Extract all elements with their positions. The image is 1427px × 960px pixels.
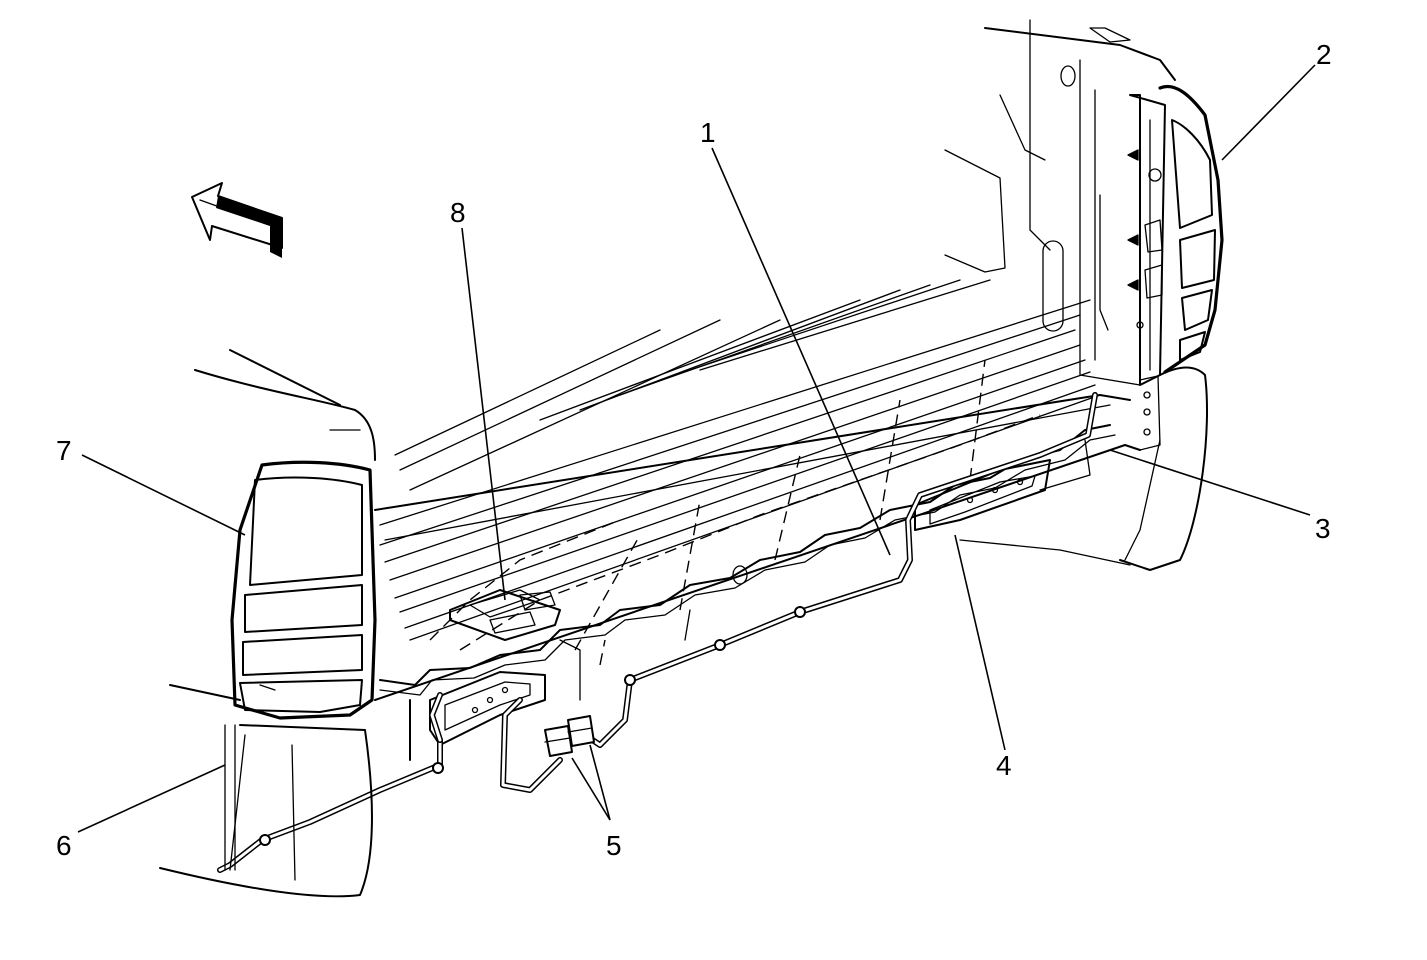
callout-6: 6 xyxy=(56,830,72,861)
right-hinge-reinforcement xyxy=(914,459,1051,531)
harness-connectors xyxy=(544,715,595,757)
left-rear-fender xyxy=(159,724,373,898)
tailgate-wiring-harness xyxy=(217,392,1098,873)
right-rear-fender xyxy=(959,366,1208,571)
callout-4: 4 xyxy=(996,750,1012,781)
right-tail-lamp xyxy=(1158,85,1224,374)
callout-leaders xyxy=(77,64,1316,833)
callout-2: 2 xyxy=(1316,39,1332,70)
callout-8: 8 xyxy=(450,197,466,228)
forward-direction-arrow-icon xyxy=(191,182,283,258)
callout-5: 5 xyxy=(606,830,622,861)
tailgate-center-bracket xyxy=(449,589,561,641)
callout-3: 3 xyxy=(1315,513,1331,544)
left-bedside xyxy=(169,349,376,701)
left-hinge-reinforcement xyxy=(429,671,546,746)
tailgate-panel xyxy=(374,439,1141,761)
left-tail-lamp xyxy=(230,460,377,720)
right-bedside xyxy=(944,19,1176,451)
callout-7: 7 xyxy=(56,435,72,466)
callout-1: 1 xyxy=(700,117,716,148)
